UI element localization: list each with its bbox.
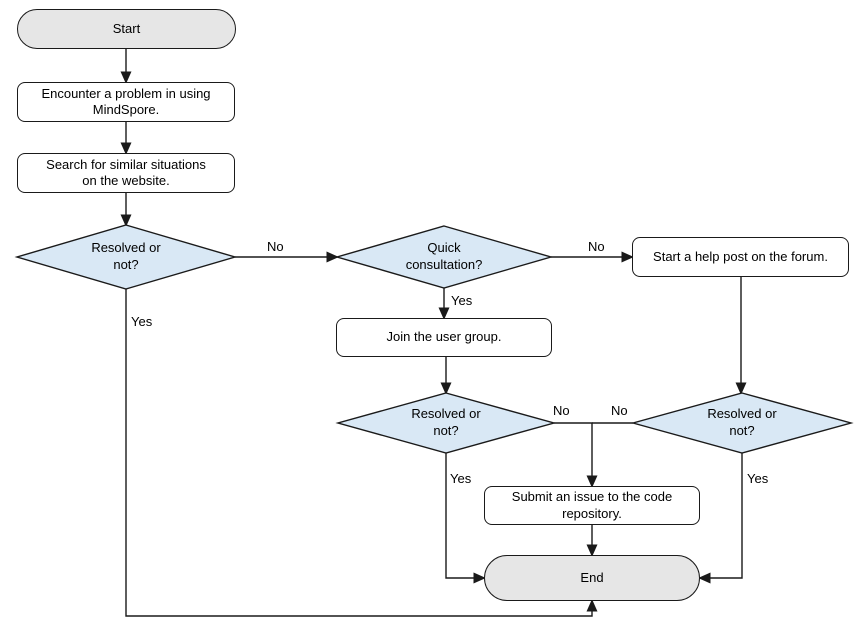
process-submit-issue: Submit an issue to the code repository. bbox=[484, 486, 700, 525]
arrow-resolved1-yes-to-end bbox=[125, 289, 592, 617]
process-encounter-problem: Encounter a problem in using MindSpore. bbox=[17, 82, 235, 122]
process-join-user-group: Join the user group. bbox=[336, 318, 552, 357]
edge-label-resolved-1-no: No bbox=[267, 239, 284, 254]
decision-resolved-1: Resolved or not? bbox=[81, 232, 171, 282]
submit-issue-label: Submit an issue to the code repository. bbox=[511, 489, 673, 521]
decision-resolved-3-shape bbox=[630, 392, 854, 454]
decision-quick-consultation-shape bbox=[334, 225, 554, 289]
process-search-website: Search for similar situations on the web… bbox=[17, 153, 235, 193]
arrow-resolved3-yes-to-end bbox=[700, 453, 743, 578]
decision-quick-consultation: Quick consultation? bbox=[399, 232, 489, 282]
process-help-post-forum: Start a help post on the forum. bbox=[632, 237, 849, 277]
decision-resolved-2-shape bbox=[335, 392, 557, 454]
search-website-label: Search for similar situations on the web… bbox=[46, 156, 206, 188]
decision-resolved-1-shape bbox=[14, 224, 238, 290]
end-node: End bbox=[484, 555, 700, 601]
quick-consultation-label: Quick consultation? bbox=[405, 240, 483, 272]
edge-label-resolved-2-no: No bbox=[553, 403, 570, 418]
edge-label-resolved-1-yes: Yes bbox=[131, 314, 153, 329]
decision-resolved-2: Resolved or not? bbox=[401, 398, 491, 448]
resolved-3-label: Resolved or not? bbox=[707, 406, 777, 438]
decision-resolved-3: Resolved or not? bbox=[697, 398, 787, 448]
help-post-forum-label: Start a help post on the forum. bbox=[653, 248, 828, 264]
join-user-group-label: Join the user group. bbox=[386, 329, 502, 345]
start-label: Start bbox=[112, 20, 141, 36]
edge-label-quick-consultation-no: No bbox=[588, 239, 605, 254]
arrow-resolved2-no-to-issue bbox=[554, 422, 592, 486]
edge-label-quick-consultation-yes: Yes bbox=[451, 293, 473, 308]
start-node: Start bbox=[17, 9, 236, 49]
edge-label-resolved-2-yes: Yes bbox=[450, 471, 472, 486]
end-label: End bbox=[580, 569, 604, 585]
edge-label-resolved-3-yes: Yes bbox=[747, 471, 769, 486]
edge-label-resolved-3-no: No bbox=[611, 403, 628, 418]
resolved-2-label: Resolved or not? bbox=[411, 406, 481, 438]
encounter-problem-label: Encounter a problem in using MindSpore. bbox=[41, 85, 211, 117]
resolved-1-label: Resolved or not? bbox=[91, 240, 161, 272]
arrow-resolved2-yes-to-end bbox=[445, 453, 484, 578]
